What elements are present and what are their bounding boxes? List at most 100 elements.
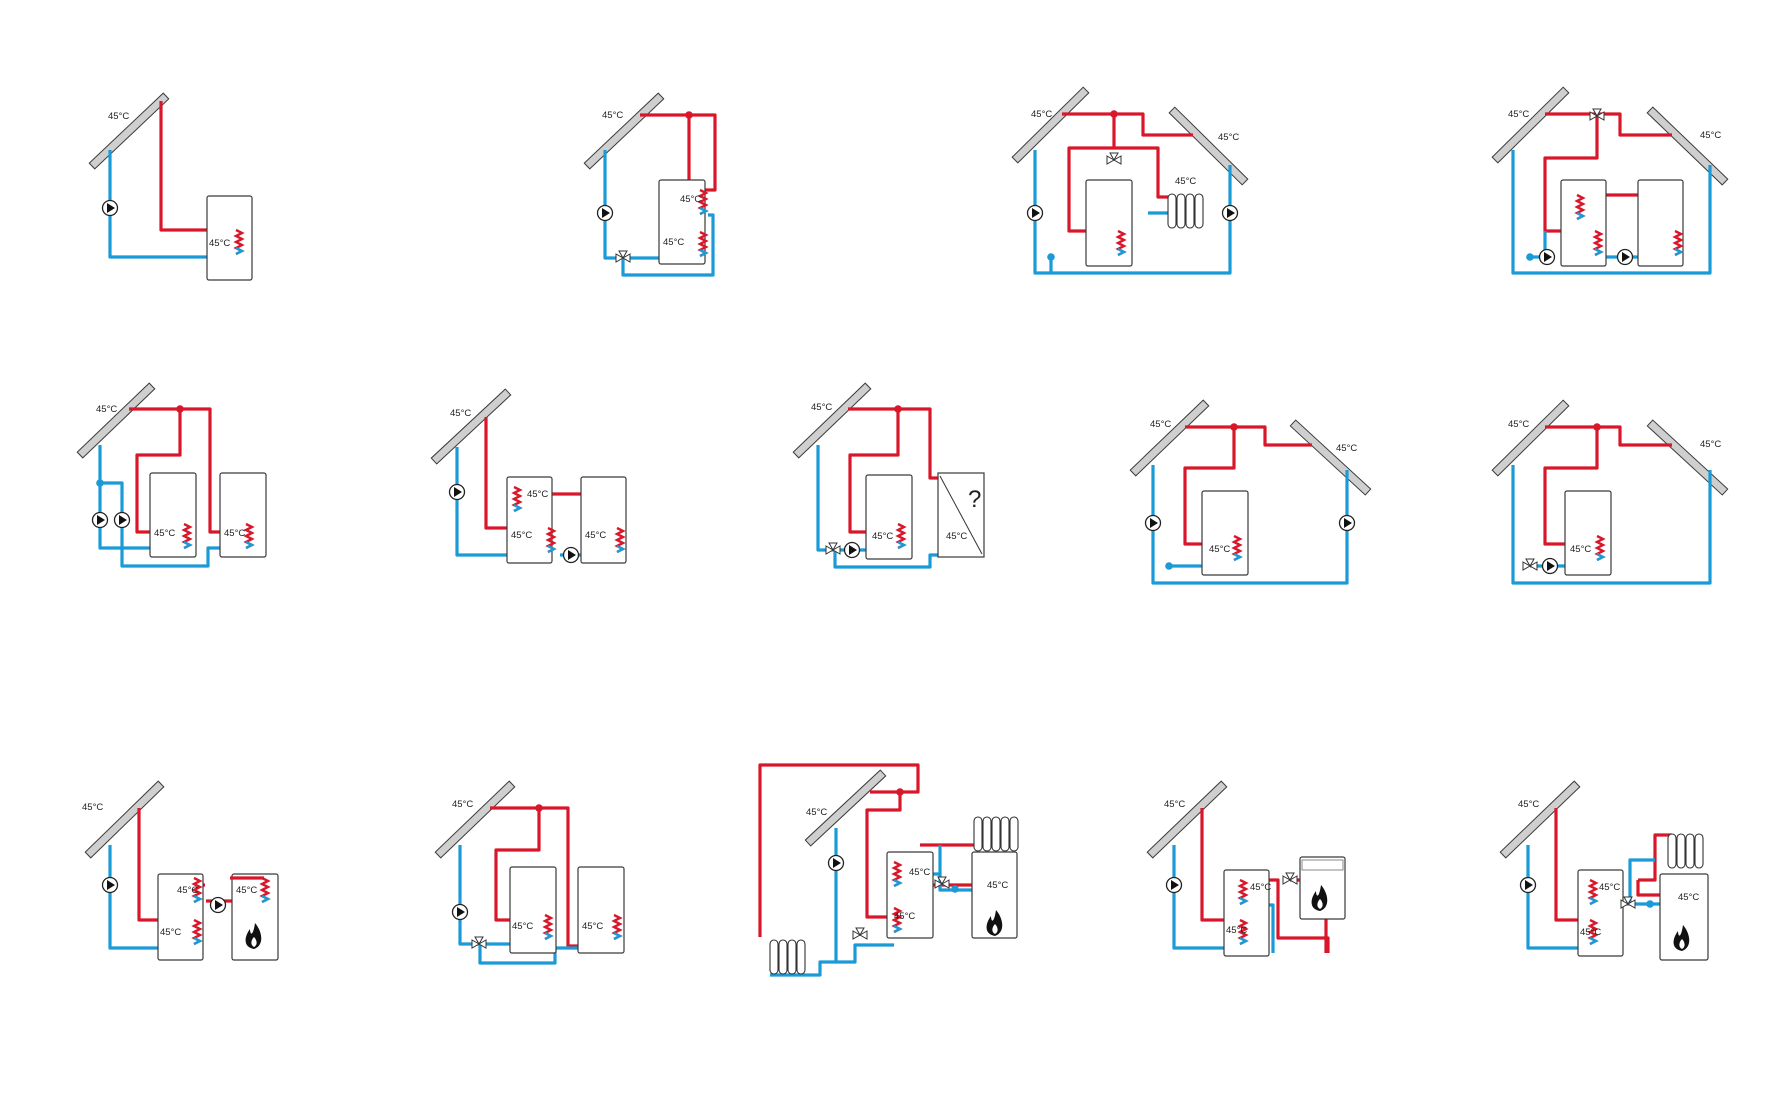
temperature-label: 45°C bbox=[1700, 439, 1721, 450]
heat-exchanger-coil-icon bbox=[1672, 229, 1684, 257]
solar-collector-icon bbox=[1168, 106, 1249, 186]
solar-collector-icon bbox=[804, 769, 887, 847]
storage-tank-icon bbox=[1223, 869, 1270, 957]
temperature-label: 45°C bbox=[1570, 544, 1591, 555]
scheme-s12: 45°C45°C45°C45°C bbox=[758, 763, 1019, 977]
solar-collector-icon bbox=[1289, 419, 1372, 496]
solar-collector-icon bbox=[430, 388, 512, 465]
storage-tank-icon bbox=[157, 873, 204, 961]
temperature-label: 45°C bbox=[1175, 176, 1196, 187]
three-way-valve-icon bbox=[1620, 896, 1636, 909]
three-way-valve-icon bbox=[1522, 558, 1538, 571]
hot-pipe bbox=[1062, 112, 1193, 137]
scheme-s14: 45°C45°C45°C45°C bbox=[1499, 780, 1709, 961]
solar-collector-icon bbox=[1646, 419, 1729, 496]
solar-collector-icon bbox=[1129, 399, 1210, 477]
scheme-s10: 45°C45°C45°C45°C bbox=[82, 780, 279, 961]
pump-icon bbox=[1144, 514, 1162, 532]
solar-collector-icon bbox=[1491, 399, 1570, 477]
scheme-s13: 45°C45°C45°C bbox=[1146, 780, 1346, 957]
pump-icon bbox=[843, 541, 861, 559]
cold-pipe bbox=[1511, 150, 1712, 275]
temperature-label: 45°C bbox=[527, 489, 548, 500]
heat-exchanger-coil-icon bbox=[891, 906, 903, 934]
temperature-label: 45°C bbox=[1700, 130, 1721, 141]
pump-icon bbox=[101, 876, 119, 894]
temperature-label: 45°C bbox=[1031, 109, 1052, 120]
cold-pipe bbox=[834, 828, 894, 964]
heat-exchanger-coil-icon bbox=[191, 918, 203, 946]
heat-exchanger-coil-icon bbox=[895, 522, 907, 550]
three-way-valve-icon bbox=[615, 250, 631, 263]
temperature-label: 45°C bbox=[987, 880, 1008, 891]
three-way-valve-icon bbox=[825, 542, 841, 555]
junction-dot-icon bbox=[1165, 562, 1173, 570]
solar-collector-icon bbox=[1491, 86, 1570, 164]
temperature-label: 45°C bbox=[1508, 419, 1529, 430]
heat-exchanger-coil-icon bbox=[243, 522, 255, 550]
scheme-s04: 45°C45°C bbox=[1491, 86, 1729, 275]
cold-pipe bbox=[1511, 465, 1712, 585]
storage-tank-icon bbox=[1659, 873, 1709, 961]
temperature-label: 45°C bbox=[1678, 892, 1699, 903]
pump-icon bbox=[1519, 876, 1537, 894]
temperature-label: 45°C bbox=[1599, 882, 1620, 893]
pump-icon bbox=[1221, 204, 1239, 222]
hot-pipe bbox=[1264, 878, 1330, 953]
heat-exchanger-coil-icon bbox=[1592, 229, 1604, 257]
temperature-label: 45°C bbox=[946, 531, 967, 542]
heat-exchanger-coil-icon bbox=[191, 876, 203, 904]
cold-pipe bbox=[100, 481, 246, 568]
solar-collector-icon bbox=[792, 382, 872, 459]
hot-pipe bbox=[1545, 112, 1672, 137]
heat-exchanger-coil-icon bbox=[1115, 229, 1127, 257]
junction-dot-icon bbox=[96, 479, 104, 487]
heat-exchanger-coil-icon bbox=[181, 522, 193, 550]
scheme-s09: 45°C 45°C 45°C bbox=[1491, 399, 1729, 585]
temperature-label: 45°C bbox=[811, 402, 832, 413]
temperature-label: 45°C bbox=[585, 530, 606, 541]
hot-pipe bbox=[1638, 833, 1672, 882]
pump-icon bbox=[91, 511, 109, 529]
temperature-label: 45°C bbox=[511, 530, 532, 541]
junction-dot-icon bbox=[1593, 423, 1601, 431]
radiator-icon bbox=[769, 939, 806, 975]
radiator-icon bbox=[973, 816, 1019, 852]
temperature-label: 45°C bbox=[224, 528, 245, 539]
temperature-label: 45°C bbox=[1518, 799, 1539, 810]
boiler-vent-icon bbox=[1301, 859, 1344, 871]
radiator-icon bbox=[1167, 193, 1204, 229]
temperature-label: 45°C bbox=[512, 921, 533, 932]
junction-dot-icon bbox=[1230, 423, 1238, 431]
temperature-label: 45°C bbox=[1250, 882, 1271, 893]
flame-icon bbox=[245, 923, 262, 949]
heat-exchanger-coil-icon bbox=[542, 913, 554, 941]
pump-icon bbox=[113, 511, 131, 529]
storage-tank-icon bbox=[1201, 490, 1249, 576]
cold-pipe bbox=[603, 150, 715, 277]
junction-dot-icon bbox=[685, 111, 693, 119]
pump-icon bbox=[101, 199, 119, 217]
heat-exchanger-coil-icon bbox=[1587, 878, 1599, 906]
temperature-label: 45°C bbox=[806, 807, 827, 818]
pump-icon bbox=[1165, 876, 1183, 894]
pump-icon bbox=[451, 903, 469, 921]
hot-pipe bbox=[1067, 114, 1118, 233]
unknown-source-mark: ? bbox=[968, 486, 981, 513]
temperature-label: 45°C bbox=[1336, 443, 1357, 454]
temperature-label: 45°C bbox=[108, 111, 129, 122]
heat-exchanger-coil-icon bbox=[697, 230, 709, 258]
flame-icon bbox=[1311, 885, 1328, 911]
temperature-label: 45°C bbox=[1226, 925, 1247, 936]
temperature-label: 45°C bbox=[909, 867, 930, 878]
three-way-valve-icon bbox=[852, 927, 868, 940]
heat-exchanger-coil-icon bbox=[891, 860, 903, 888]
storage-tank-icon bbox=[509, 866, 557, 954]
storage-tank-icon bbox=[658, 179, 706, 265]
pump-icon bbox=[596, 204, 614, 222]
cold-pipe bbox=[108, 150, 236, 259]
junction-dot-icon bbox=[894, 405, 902, 413]
